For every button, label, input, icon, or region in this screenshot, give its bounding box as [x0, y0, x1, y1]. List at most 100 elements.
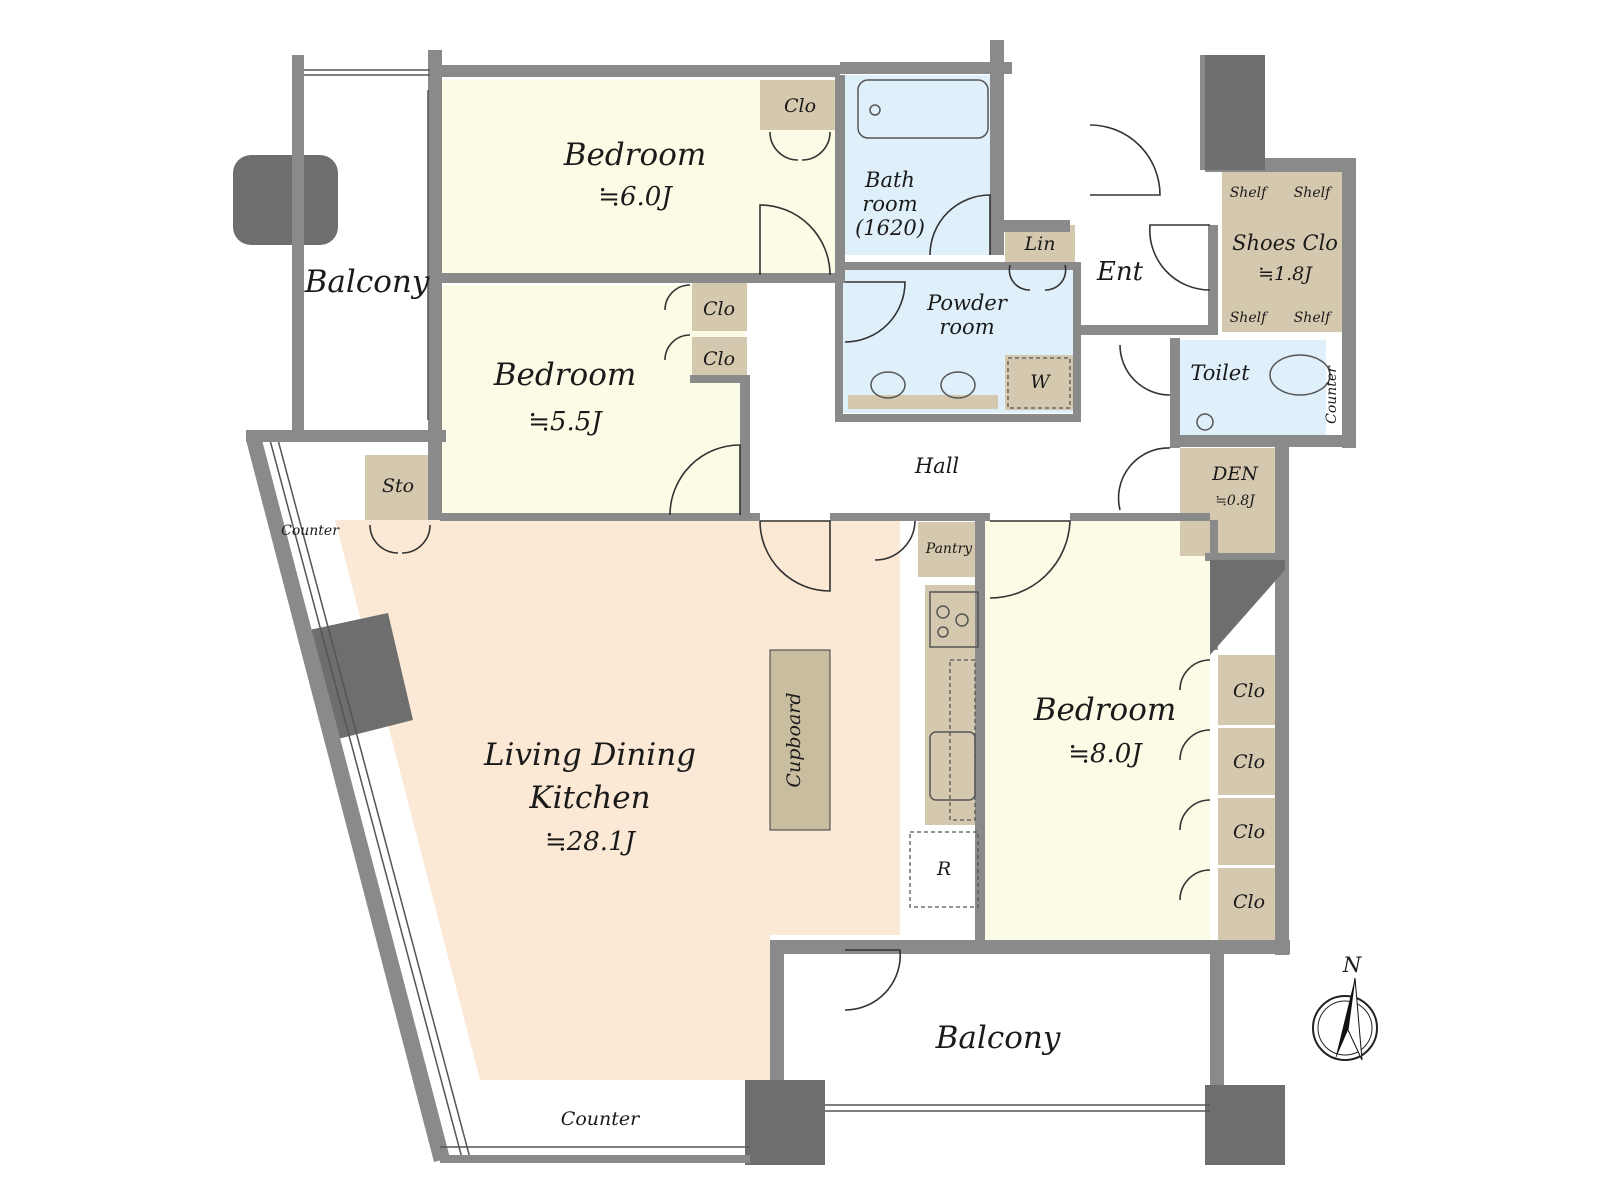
door-lin — [1008, 264, 1067, 291]
shelf-label: Shelf — [1230, 185, 1269, 201]
fridge-outline — [909, 831, 979, 908]
clo-label: Clo — [703, 298, 735, 320]
door-bedroom-3 — [989, 520, 1071, 599]
counter-toilet-label: Counter — [1324, 365, 1340, 424]
shoes-clo-floor — [1222, 172, 1342, 332]
clo-label: Clo — [784, 95, 816, 117]
ldk-floor — [335, 520, 900, 1080]
bathroom-floor — [845, 75, 995, 255]
burner — [937, 626, 949, 638]
bedroom-3-area: ≒8.0J — [1068, 739, 1143, 769]
bedroom-1-area: ≒6.0J — [598, 182, 673, 212]
clo-box — [692, 337, 747, 379]
bedroom-2-area: ≒5.5J — [528, 407, 603, 437]
clo-label: Clo — [703, 348, 735, 370]
entrance-label: Ent — [1096, 257, 1144, 287]
balcony-south-label: Balcony — [935, 1020, 1061, 1056]
lin-label: Lin — [1024, 233, 1056, 255]
sink-1 — [870, 371, 906, 399]
burner — [936, 605, 950, 619]
burner — [955, 613, 969, 627]
clo-box — [692, 283, 747, 331]
bathroom-label-1: Bath — [864, 168, 915, 192]
pantry-label: Pantry — [925, 541, 973, 557]
washer-outline — [1007, 357, 1071, 409]
door-clo-b2 — [664, 284, 691, 361]
door-powder — [844, 281, 906, 343]
vanity-counter — [848, 395, 998, 409]
bedroom-3-name: Bedroom — [1033, 692, 1177, 728]
bedroom-3-floor — [985, 520, 1210, 945]
door-entrance-1 — [1089, 124, 1161, 196]
bathroom-label-2: room — [862, 192, 917, 216]
shoes-clo-name: Shoes Clo — [1232, 231, 1338, 255]
shelf-label: Shelf — [1230, 310, 1269, 326]
dishwasher-outline — [949, 659, 976, 821]
bathtub — [857, 79, 989, 139]
toilet-floor — [1178, 340, 1326, 435]
door-bedroom-1 — [759, 204, 831, 276]
clo-label: Clo — [1233, 891, 1265, 913]
den-floor — [1180, 448, 1275, 556]
door-bedroom-2 — [669, 444, 741, 516]
walls — [233, 40, 1356, 1165]
compass-north-label: N — [1342, 953, 1362, 977]
compass-ring — [1312, 995, 1378, 1061]
counter-west-label: Counter — [281, 523, 340, 539]
shelf-label: Shelf — [1294, 310, 1333, 326]
door-den — [1117, 447, 1171, 511]
washer-box — [1005, 355, 1073, 410]
clo-box — [1218, 655, 1280, 725]
den-name: DEN — [1211, 463, 1259, 485]
sto-label: Sto — [382, 475, 414, 497]
room-fills — [335, 75, 1342, 1080]
powder-label-2: room — [939, 315, 994, 339]
washer-label: W — [1030, 371, 1051, 393]
door-clo — [769, 131, 831, 161]
balcony-west-label: Balcony — [304, 264, 430, 300]
sink-2 — [940, 371, 976, 399]
bedroom-2-name: Bedroom — [493, 357, 637, 393]
fixtures — [857, 79, 1331, 908]
door-bath — [929, 194, 991, 256]
compass: N — [1312, 953, 1378, 1061]
toilet-label: Toilet — [1190, 361, 1250, 385]
powder-label-1: Powder — [926, 291, 1009, 315]
fridge-label: R — [936, 858, 951, 880]
door-balcony — [844, 949, 902, 1011]
bedroom-1-name: Bedroom — [563, 137, 707, 173]
clo-box — [760, 80, 840, 130]
pantry-box — [918, 522, 980, 577]
toilet-bowl — [1269, 354, 1331, 396]
den-area: ≒0.8J — [1215, 493, 1256, 509]
toilet-sink — [1196, 413, 1214, 431]
doors — [369, 124, 1211, 1011]
labels: Bedroom ≒6.0J Bedroom ≒5.5J Bedroom ≒8.0… — [281, 95, 1340, 1130]
shelf-label: Shelf — [1294, 185, 1333, 201]
kitchen-counter — [925, 585, 980, 825]
shoes-clo-area: ≒1.8J — [1258, 263, 1313, 285]
ldk-name-2: Kitchen — [528, 780, 650, 816]
door-toilet — [1119, 344, 1171, 396]
counter-south-label: Counter — [561, 1108, 641, 1130]
door-clo-b3 — [1179, 659, 1211, 901]
compass-needle — [1335, 978, 1355, 1060]
hall-label: Hall — [914, 454, 959, 478]
bathroom-label-3: (1620) — [855, 216, 925, 240]
door-entrance-2 — [1149, 224, 1211, 291]
clo-box — [1218, 728, 1280, 795]
clo-box — [1218, 798, 1280, 865]
tub-drain — [869, 104, 881, 116]
stove — [929, 591, 979, 648]
cupboard-box — [769, 649, 831, 831]
clo-box — [1218, 868, 1280, 940]
door-ldk-2 — [874, 520, 916, 561]
clo-label: Clo — [1233, 751, 1265, 773]
door-ldk-1 — [759, 520, 831, 592]
kitchen-sink — [929, 731, 976, 801]
clo-label: Clo — [1233, 821, 1265, 843]
cupboard-label: Cupboard — [783, 692, 805, 787]
ldk-area: ≒28.1J — [545, 827, 637, 857]
clo-label: Clo — [1233, 680, 1265, 702]
